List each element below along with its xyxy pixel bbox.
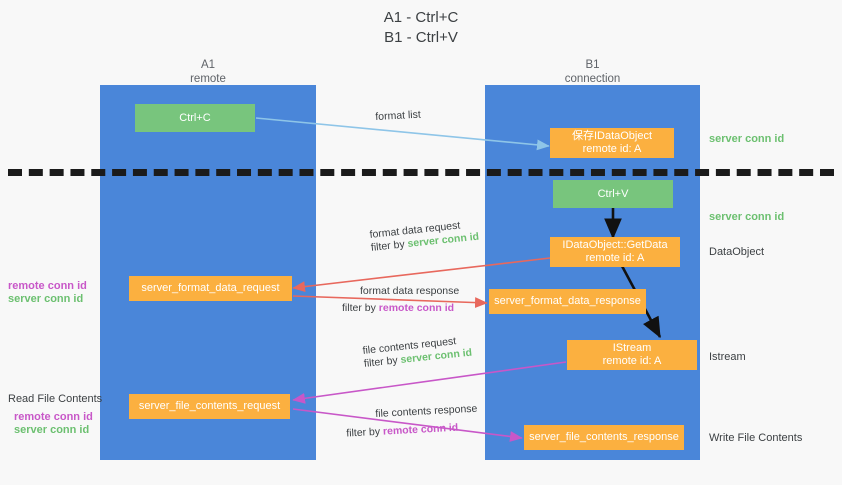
lane-b1-sub: connection: [564, 73, 621, 85]
node-ctrl-c-label: Ctrl+C: [179, 111, 211, 124]
node-istream-line1: IStream: [612, 342, 652, 354]
lane-header-a1: A1 remote: [100, 58, 316, 86]
page-title: A1 - Ctrl+C B1 - Ctrl+V: [0, 8, 842, 48]
title-line-1: A1 - Ctrl+C: [383, 9, 459, 26]
node-server-format-data-response-label: server_format_data_response: [494, 295, 641, 307]
edge-filter-format-data-response: filter by remote conn id: [342, 302, 459, 315]
edge-caption-format-data-request: format data request filter by server con…: [369, 218, 480, 255]
annotation-remote-conn-id-bottom: remote conn id: [14, 411, 93, 423]
node-server-file-contents-request[interactable]: server_file_contents_request: [129, 394, 290, 419]
edge-filter-key-4: remote conn id: [382, 421, 459, 438]
node-server-file-contents-response-label: server_file_contents_response: [529, 431, 679, 443]
lane-a1-sub: remote: [190, 73, 226, 85]
edge-filter-file-contents-response: filter by remote conn id: [346, 421, 479, 441]
edge-caption-file-contents-response: file contents response filter by remote …: [346, 402, 479, 440]
node-ctrl-v[interactable]: Ctrl+V: [553, 180, 673, 208]
annotation-remote-conn-id-top: remote conn id: [8, 280, 87, 292]
edge-filter-prefix-4: filter by: [345, 425, 384, 440]
lane-header-b1: B1 connection: [485, 58, 700, 86]
node-save-idataobject-line2: remote id: A: [582, 143, 642, 155]
node-getdata-line1: IDataObject::GetData: [562, 239, 668, 251]
edge-caption-format-list-text: format list: [375, 108, 422, 123]
node-save-idataobject[interactable]: 保存IDataObject remote id: A: [550, 128, 674, 158]
node-server-file-contents-response[interactable]: server_file_contents_response: [524, 425, 684, 450]
edge-filter-prefix-3: filter by: [363, 354, 402, 370]
annotation-server-conn-id-left-bottom: server conn id: [14, 424, 90, 436]
node-server-format-data-response[interactable]: server_format_data_response: [489, 289, 646, 314]
node-istream-line2: remote id: A: [602, 355, 662, 367]
annotation-read-file-contents: Read File Contents: [8, 393, 103, 405]
edge-caption-file-contents-response-text: file contents response: [375, 402, 478, 420]
node-idataobject-getdata[interactable]: IDataObject::GetData remote id: A: [550, 237, 680, 267]
edge-caption-format-list: format list: [375, 109, 421, 124]
node-ctrl-c[interactable]: Ctrl+C: [135, 104, 255, 132]
node-server-file-contents-request-label: server_file_contents_request: [138, 400, 281, 412]
node-save-idataobject-line1: 保存IDataObject: [571, 130, 653, 142]
node-istream[interactable]: IStream remote id: A: [567, 340, 697, 370]
annotation-write-file-contents: Write File Contents: [709, 432, 803, 444]
annotation-istream: Istream: [709, 351, 746, 363]
edge-filter-key-2: remote conn id: [378, 302, 455, 314]
node-getdata-line2: remote id: A: [585, 252, 645, 264]
edge-filter-prefix-1: filter by: [370, 238, 409, 254]
lane-b1-name: B1: [585, 59, 600, 71]
annotation-server-conn-id-left-top: server conn id: [8, 293, 84, 305]
annotation-server-conn-id-top: server conn id: [709, 133, 785, 145]
node-server-format-data-request[interactable]: server_format_data_request: [129, 276, 292, 301]
title-line-2: B1 - Ctrl+V: [384, 29, 458, 46]
annotation-dataobject: DataObject: [709, 246, 765, 258]
annotation-server-conn-id-mid: server conn id: [709, 211, 785, 223]
phase-divider: [8, 169, 834, 176]
edge-caption-file-contents-request: file contents request filter by server c…: [362, 334, 473, 371]
edge-caption-format-data-response-text: format data response: [360, 285, 460, 297]
node-ctrl-v-label: Ctrl+V: [597, 187, 629, 200]
edge-filter-prefix-2: filter by: [342, 302, 379, 314]
node-server-format-data-request-label: server_format_data_request: [141, 282, 280, 294]
lane-a1-name: A1: [200, 59, 216, 71]
edge-caption-format-data-response: format data response filter by remote co…: [342, 285, 460, 315]
